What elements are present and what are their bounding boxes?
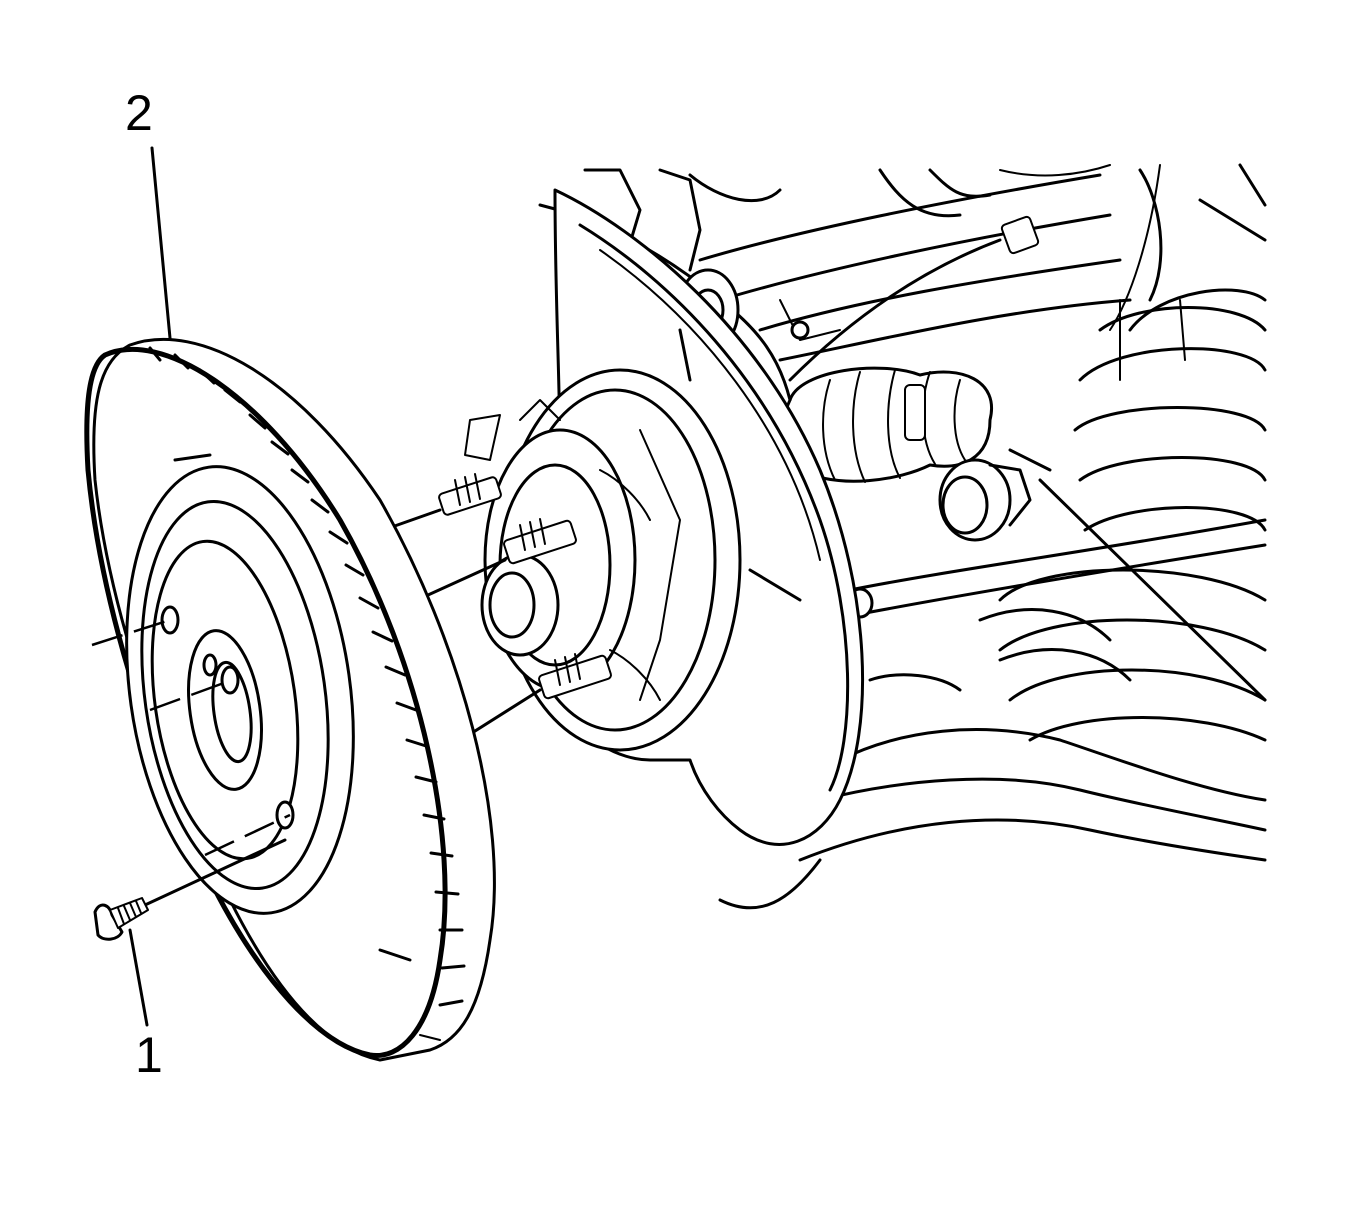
- lower-control-arm: [798, 608, 1267, 862]
- stabilizer-tube: [846, 448, 1267, 702]
- coil-spring: [998, 288, 1267, 742]
- wheel-stud: [503, 518, 577, 565]
- wheel-hub: [464, 368, 742, 752]
- suspension-assembly: [538, 163, 1267, 862]
- brake-rotor: [84, 337, 496, 1062]
- callout-number-1: 1: [135, 1027, 163, 1083]
- rotor-retaining-screw: [93, 897, 149, 941]
- callout-number-2: 2: [125, 85, 153, 141]
- wheel-stud: [538, 653, 612, 700]
- alignment-lines: [91, 618, 291, 907]
- callout-2-leader: [150, 146, 172, 340]
- knuckle-bushing: [938, 458, 1032, 542]
- axle-boot: [781, 366, 993, 483]
- upper-control-arm: [698, 163, 1267, 362]
- callout-1-leader: [128, 928, 149, 1027]
- wheel-stud: [438, 473, 502, 516]
